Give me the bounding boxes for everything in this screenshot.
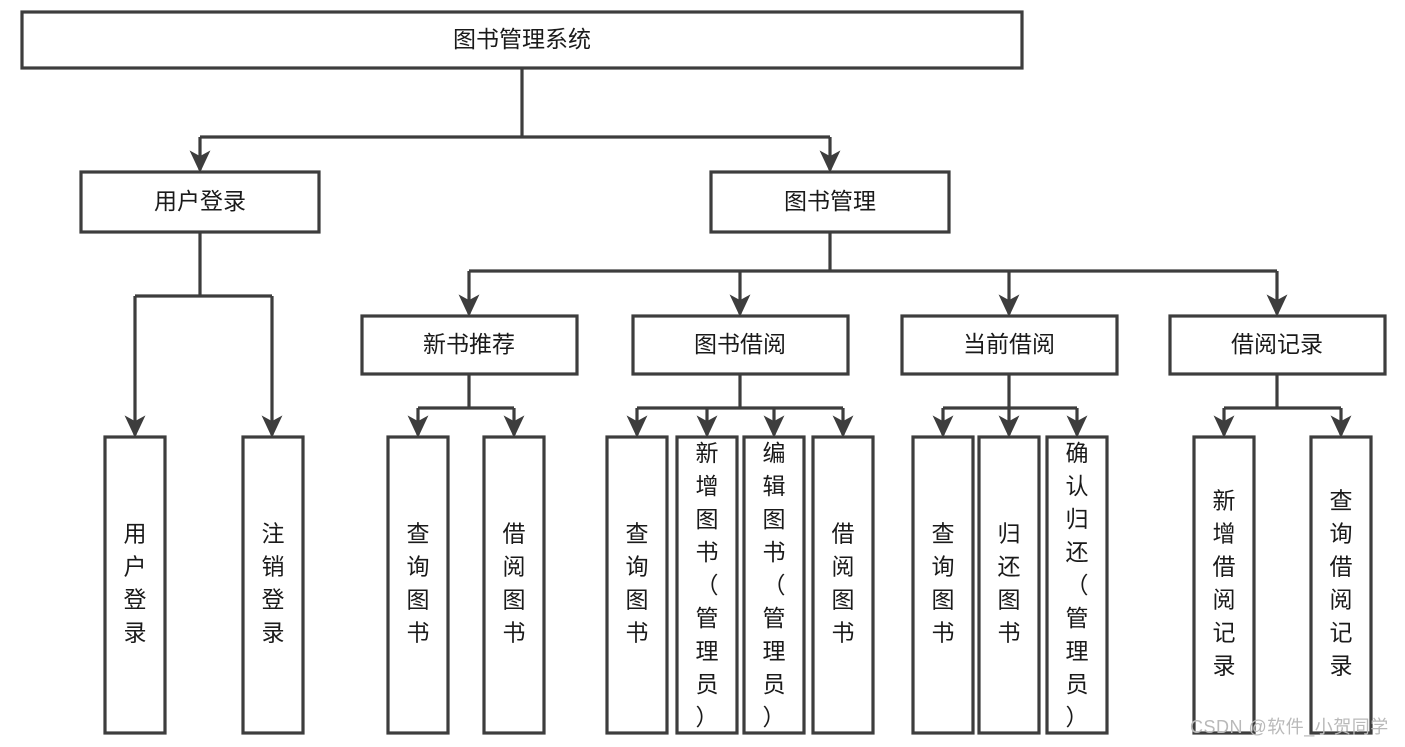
node-borrow-record-box[interactable] (1168, 314, 1387, 376)
node-root-box[interactable] (20, 10, 1024, 70)
node-leaf-query-book-1-label: 查询图书 (407, 521, 430, 646)
node-root[interactable]: 图书管理系统 (20, 10, 1024, 70)
node-user-login[interactable]: 用户登录 (79, 170, 321, 234)
node-leaf-borrow-book-1-box[interactable] (482, 435, 546, 735)
node-current-borrow-box[interactable] (900, 314, 1119, 376)
node-current-borrow[interactable]: 当前借阅 (900, 314, 1119, 376)
node-leaf-borrow-book-2[interactable]: 借阅图书 (811, 435, 875, 735)
node-leaf-edit-book-box[interactable] (742, 435, 806, 735)
node-leaf-query-record[interactable]: 查询借阅记录 (1309, 435, 1373, 735)
node-leaf-confirm-return-label: 确认归还（管理员） (1066, 440, 1089, 730)
node-leaf-confirm-return[interactable]: 确认归还（管理员） (1045, 435, 1109, 735)
node-new-book-recommend-label: 新书推荐 (423, 331, 515, 357)
node-book-borrow-label: 图书借阅 (694, 331, 786, 357)
node-leaf-add-record[interactable]: 新增借阅记录 (1192, 435, 1256, 735)
node-leaf-edit-book-label: 编辑图书（管理员） (763, 440, 786, 730)
node-leaf-query-book-2-box[interactable] (605, 435, 669, 735)
node-leaf-borrow-book-1[interactable]: 借阅图书 (482, 435, 546, 735)
node-leaf-add-book-box[interactable] (675, 435, 739, 735)
node-book-management-label: 图书管理 (784, 188, 876, 214)
node-leaf-query-record-label: 查询借阅记录 (1330, 488, 1353, 679)
node-leaf-query-book-2-label: 查询图书 (626, 521, 649, 646)
node-leaf-query-book-3-label: 查询图书 (932, 521, 955, 646)
node-root-label: 图书管理系统 (453, 26, 591, 52)
node-book-borrow[interactable]: 图书借阅 (631, 314, 850, 376)
node-leaf-query-record-box[interactable] (1309, 435, 1373, 735)
node-leaf-confirm-return-box[interactable] (1045, 435, 1109, 735)
node-leaf-logout-login-label: 注销登录 (262, 521, 285, 646)
node-leaf-add-record-box[interactable] (1192, 435, 1256, 735)
node-new-book-recommend-box[interactable] (360, 314, 579, 376)
node-leaf-borrow-book-2-label: 借阅图书 (832, 521, 855, 646)
node-leaf-borrow-book-1-label: 借阅图书 (503, 521, 526, 646)
node-leaf-borrow-book-2-box[interactable] (811, 435, 875, 735)
node-current-borrow-label: 当前借阅 (963, 331, 1055, 357)
node-leaf-logout-login-box[interactable] (241, 435, 305, 735)
node-leaf-add-book-label: 新增图书（管理员） (696, 440, 719, 730)
node-leaf-return-book-label: 归还图书 (998, 521, 1021, 646)
node-leaf-add-book[interactable]: 新增图书（管理员） (675, 435, 739, 735)
node-leaf-query-book-1-box[interactable] (386, 435, 450, 735)
node-book-management-box[interactable] (709, 170, 951, 234)
node-leaf-logout-login[interactable]: 注销登录 (241, 435, 305, 735)
node-book-management[interactable]: 图书管理 (709, 170, 951, 234)
node-leaf-user-login-label: 用户登录 (124, 521, 147, 646)
node-leaf-user-login[interactable]: 用户登录 (103, 435, 167, 735)
node-leaf-return-book[interactable]: 归还图书 (977, 435, 1041, 735)
node-leaf-add-record-label: 新增借阅记录 (1213, 488, 1236, 679)
node-book-borrow-box[interactable] (631, 314, 850, 376)
node-borrow-record-label: 借阅记录 (1231, 331, 1323, 357)
node-borrow-record[interactable]: 借阅记录 (1168, 314, 1387, 376)
node-leaf-user-login-box[interactable] (103, 435, 167, 735)
node-new-book-recommend[interactable]: 新书推荐 (360, 314, 579, 376)
node-leaf-query-book-1[interactable]: 查询图书 (386, 435, 450, 735)
edge-group (124, 68, 1352, 438)
node-user-login-box[interactable] (79, 170, 321, 234)
node-leaf-query-book-3-box[interactable] (911, 435, 975, 735)
node-leaf-edit-book[interactable]: 编辑图书（管理员） (742, 435, 806, 735)
node-user-login-label: 用户登录 (154, 188, 246, 214)
node-leaf-query-book-3[interactable]: 查询图书 (911, 435, 975, 735)
node-leaf-query-book-2[interactable]: 查询图书 (605, 435, 669, 735)
node-leaf-return-book-box[interactable] (977, 435, 1041, 735)
